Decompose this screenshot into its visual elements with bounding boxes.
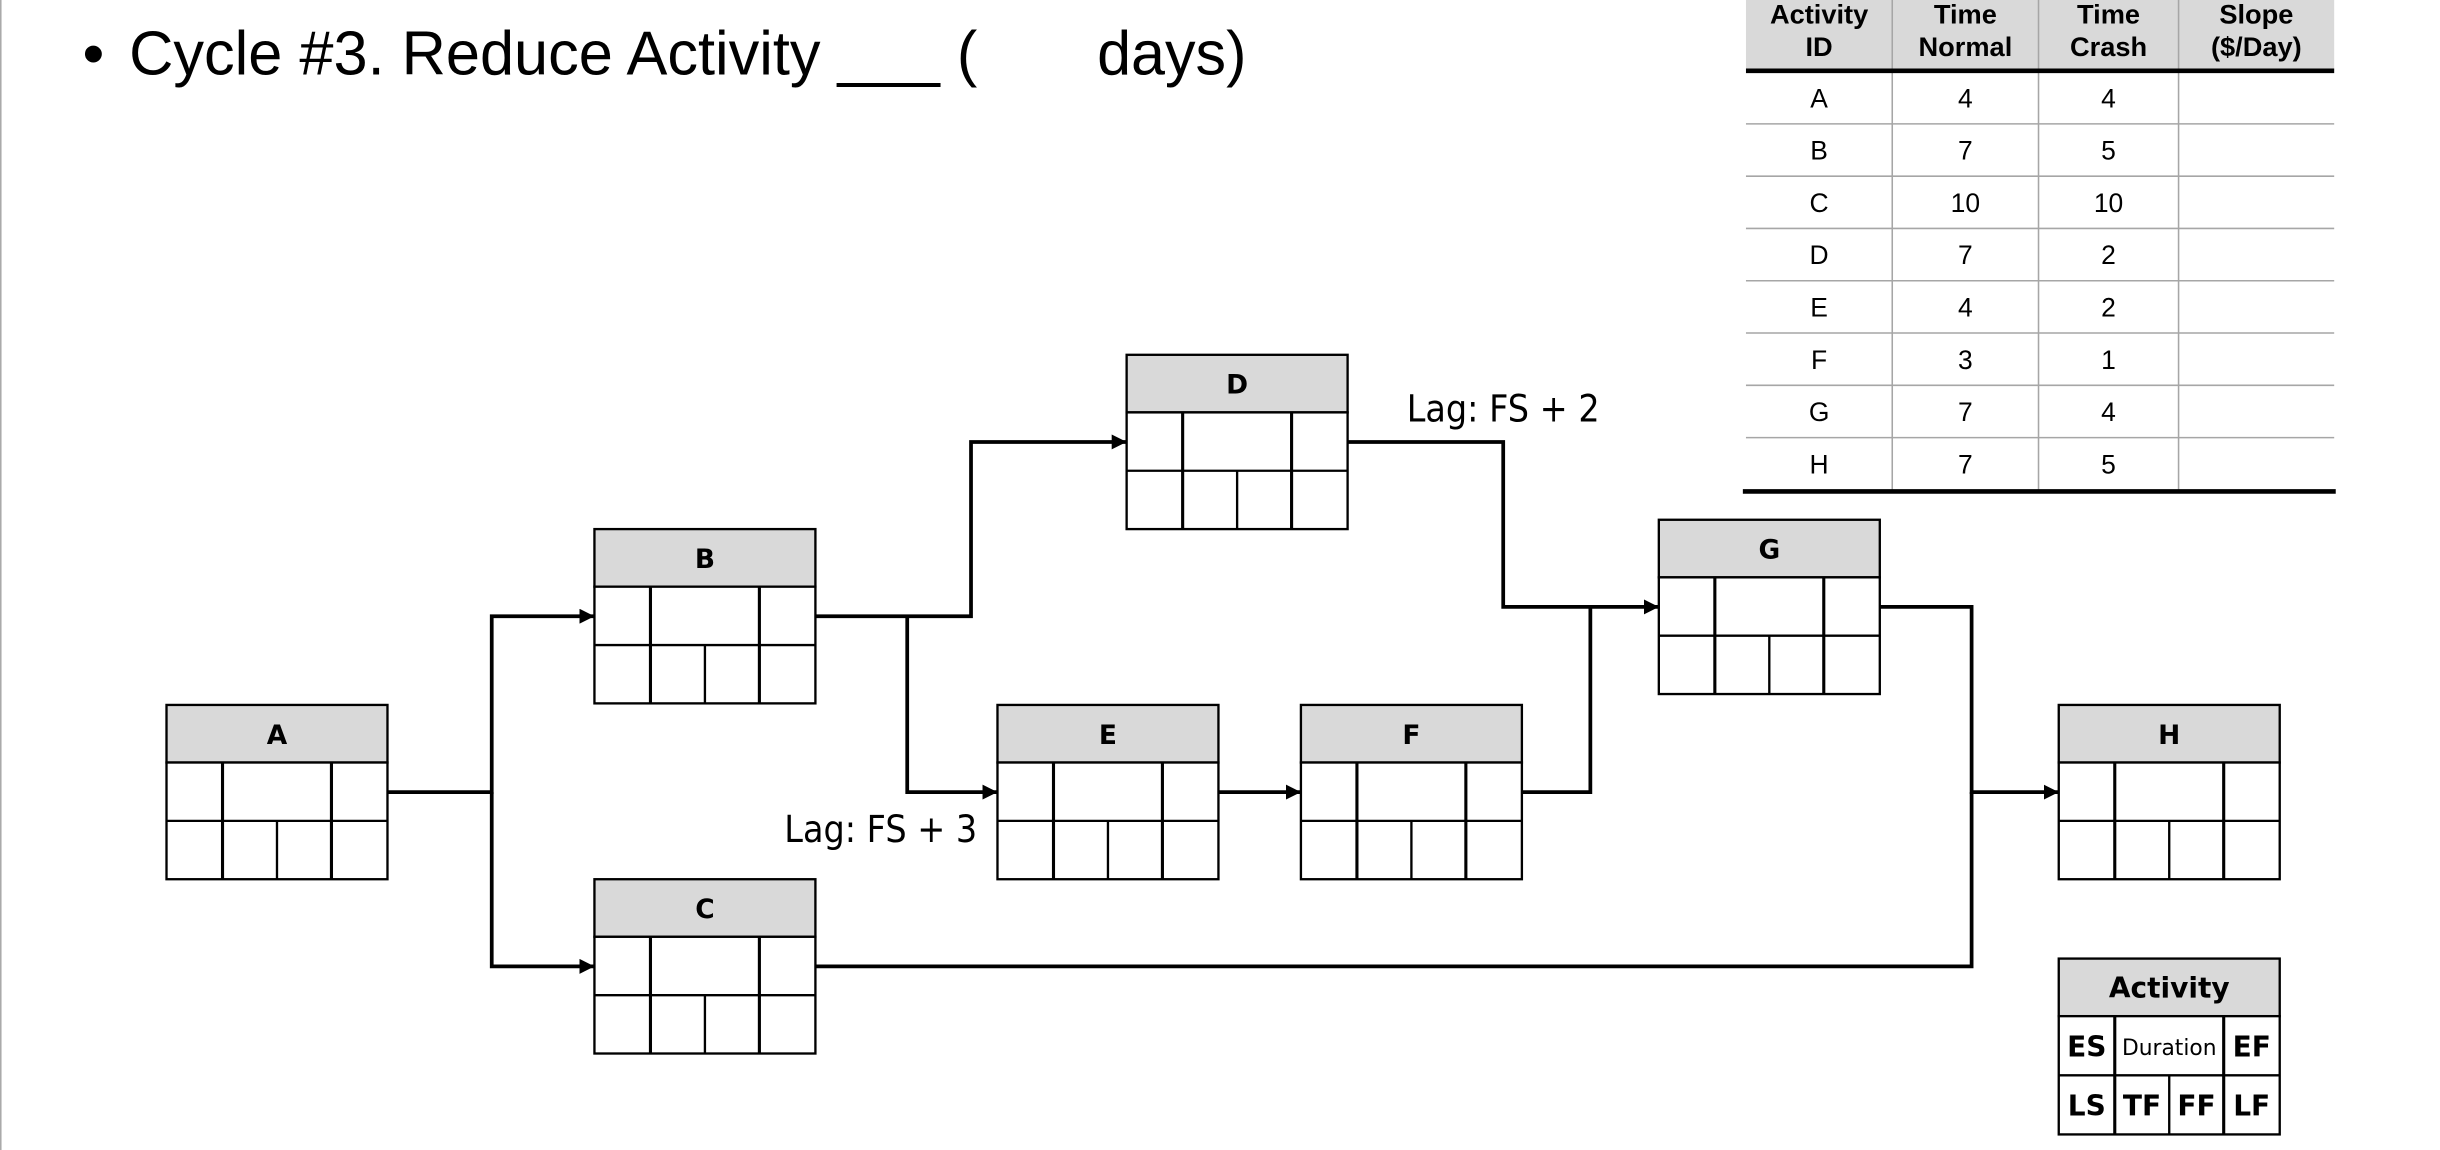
legend-duration: Duration — [2122, 1036, 2217, 1061]
legend-es: ES — [2067, 1031, 2106, 1064]
network-edges — [387, 434, 2059, 974]
crash-table: ActivityIDTimeNormalTimeCrashSlope($/Day… — [1742, 0, 2336, 494]
table-cell: 2 — [2101, 240, 2116, 270]
edge-b-d — [815, 434, 1127, 619]
title-bullet: • — [82, 20, 104, 89]
title-text: Cycle #3. Reduce Activity ___ ( — [129, 20, 977, 89]
edge-f-g — [1521, 606, 1593, 794]
table-row: C 10 10 — [1745, 175, 2335, 218]
table-cell: 3 — [1958, 345, 1973, 375]
table-cell: 1 — [2101, 345, 2116, 375]
table-cell: B — [1810, 136, 1828, 166]
activity-node-e: E — [996, 703, 1220, 881]
table-cell: 4 — [2101, 397, 2116, 427]
table-cell: G — [1809, 397, 1830, 427]
table-cell: D — [1810, 240, 1829, 270]
table-header-cell: Normal — [1918, 31, 2012, 62]
edge-a-c — [489, 792, 595, 974]
table-cell: 2 — [2101, 293, 2116, 323]
table-header-cell: Time — [1934, 0, 1997, 29]
table-header-cell: ID — [1805, 31, 1832, 62]
table-cell: 10 — [2094, 188, 2123, 218]
lag-label-d-g: Lag: FS + 2 — [1407, 387, 1600, 431]
table-cell: 4 — [2101, 83, 2116, 113]
table-cell: 5 — [2101, 449, 2116, 479]
activity-node-label: A — [267, 720, 288, 751]
table-row: E 4 2 — [1745, 279, 2335, 323]
table-cell: 7 — [1958, 240, 1973, 270]
table-cell: 7 — [1958, 397, 1973, 427]
table-row: G 7 4 — [1745, 384, 2335, 427]
edge-g-h — [1879, 605, 2059, 800]
table-header-cell: ($/Day) — [2211, 31, 2302, 62]
edge-c-h — [815, 792, 1974, 969]
activity-node-f: F — [1299, 703, 1524, 881]
table-row: B 7 5 — [1745, 123, 2335, 166]
table-cell: H — [1810, 449, 1829, 479]
table-cell: 5 — [2101, 136, 2116, 166]
activity-node-label: F — [1402, 720, 1420, 751]
table-cell: F — [1811, 345, 1827, 375]
table-row: A 4 4 — [1810, 83, 2116, 113]
table-cell: 4 — [1958, 293, 1973, 323]
table-row: D 7 2 — [1745, 227, 2335, 270]
activity-node-b: B — [593, 527, 817, 705]
activity-node-label: G — [1758, 535, 1780, 566]
table-header-cell: Time — [2077, 0, 2140, 29]
legend-ls: LS — [2068, 1090, 2106, 1123]
table-header-cell: Crash — [2070, 31, 2147, 62]
table-cell: E — [1810, 293, 1828, 323]
table-cell: 7 — [1958, 449, 1973, 479]
table-cell: C — [1810, 188, 1829, 218]
legend-lf: LF — [2233, 1090, 2270, 1123]
table-cell: 4 — [1958, 83, 1973, 113]
activity-node-label: C — [695, 894, 714, 925]
edge-d-g — [1347, 440, 1659, 615]
activity-node-a: A — [165, 703, 389, 881]
activity-node-label: B — [695, 544, 715, 575]
activity-node-label: E — [1099, 720, 1117, 751]
table-row: H 7 5 — [1745, 436, 2335, 479]
activity-node-label: D — [1226, 370, 1248, 401]
lag-label-b-e: Lag: FS + 3 — [784, 807, 977, 851]
activity-node-h: H — [2057, 703, 2281, 881]
activity-node-label: H — [2158, 720, 2180, 751]
legend-ef: EF — [2233, 1031, 2271, 1064]
activity-node-d: D — [1125, 353, 1349, 531]
activity-node-c: C — [593, 878, 817, 1055]
legend-node: Activity ES Duration EF LS TF FF LF — [2057, 957, 2281, 1136]
table-cell: 7 — [1958, 136, 1973, 166]
table-header-cell: Slope — [2219, 0, 2293, 29]
activity-node-g: G — [1657, 518, 1881, 696]
title-days: days) — [1097, 20, 1246, 89]
table-cell: 10 — [1951, 188, 1980, 218]
legend-ff: FF — [2177, 1090, 2215, 1123]
table-header-bg — [1745, 0, 2335, 71]
table-cell: A — [1810, 83, 1828, 113]
edge-a-b — [387, 608, 595, 794]
table-row: F 3 1 — [1745, 332, 2335, 375]
legend-title: Activity — [2109, 971, 2230, 1004]
table-header-cell: Activity — [1770, 0, 1868, 29]
legend-tf: TF — [2123, 1090, 2161, 1123]
edge-b-e — [905, 616, 998, 800]
